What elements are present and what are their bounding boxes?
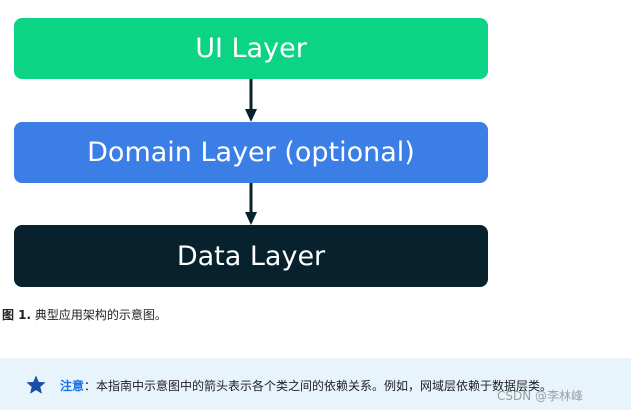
- domain-layer-box: Domain Layer (optional): [14, 122, 488, 183]
- domain-layer-label: Domain Layer (optional): [87, 137, 415, 168]
- arrow-down-icon: [245, 183, 257, 225]
- figure-caption: 图 1. 典型应用架构的示意图。: [2, 306, 167, 323]
- note-body: ：本指南中示意图中的箭头表示各个类之间的依赖关系。例如，网域层依赖于数据层类。: [84, 379, 553, 393]
- figure-caption-text: 典型应用架构的示意图。: [31, 308, 167, 322]
- note-callout: 注意：本指南中示意图中的箭头表示各个类之间的依赖关系。例如，网域层依赖于数据层类…: [0, 358, 631, 410]
- arrow-head: [245, 109, 257, 122]
- data-layer-box: Data Layer: [14, 225, 488, 287]
- watermark: CSDN @李林峰: [497, 389, 584, 403]
- figure-label: 图 1.: [2, 308, 32, 322]
- note-label: 注意: [60, 379, 85, 393]
- star-icon: [26, 375, 46, 394]
- arrow-down-icon: [245, 79, 257, 122]
- data-layer-label: Data Layer: [176, 240, 326, 272]
- ui-layer-label: UI Layer: [195, 33, 307, 64]
- note-text: 注意：本指南中示意图中的箭头表示各个类之间的依赖关系。例如，网域层依赖于数据层类…: [60, 377, 552, 394]
- arrow-head: [245, 212, 257, 225]
- ui-layer-box: UI Layer: [14, 18, 488, 79]
